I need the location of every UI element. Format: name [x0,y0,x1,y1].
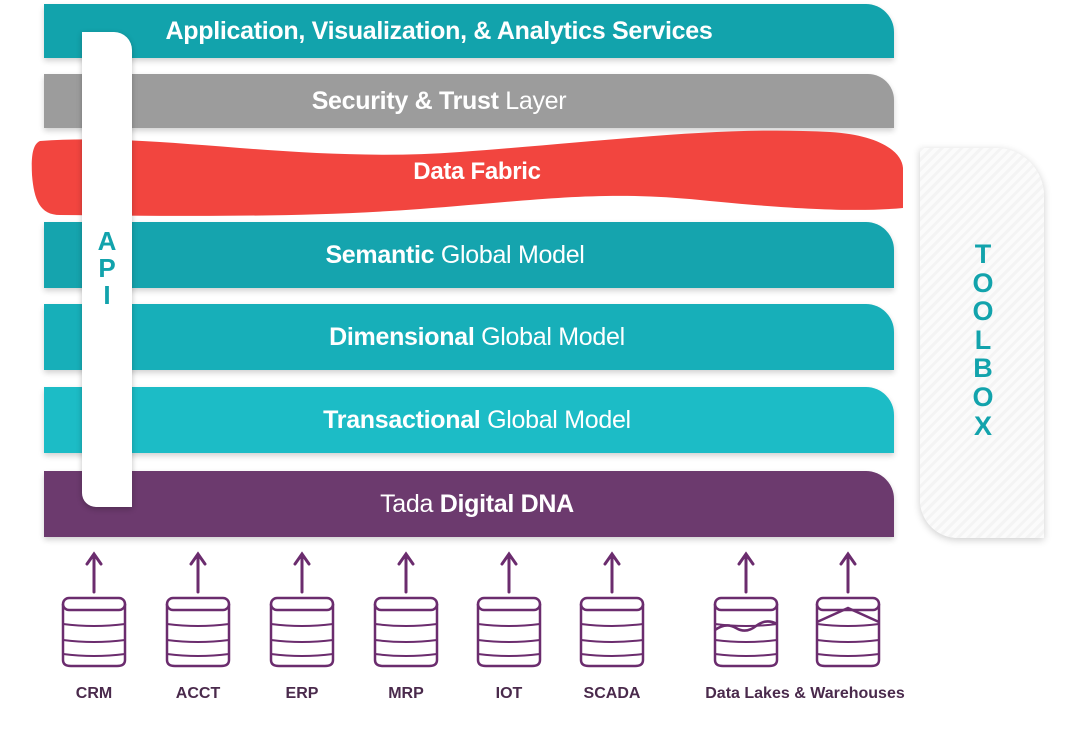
mrp-database-icon [373,551,439,668]
source-label-acct: ACCT [175,685,221,702]
layer-dna-text: Tada Digital DNA [380,490,574,519]
layer-sec-normal: Layer [498,86,567,115]
layer-sem-normal: Global Model [434,240,585,269]
toolbox-label: T O O L B O X [958,240,1008,440]
data-warehouse-database-icon [815,551,881,668]
up-arrow-icon [839,551,857,594]
toolbox-panel [920,148,1044,538]
toolbox-letter: T [974,239,992,269]
up-arrow-icon [293,551,311,594]
api-label: A P I [82,228,132,309]
source-label-erp: ERP [285,685,319,702]
toolbox-letter: O [972,296,994,327]
layer-trn-text: Transactional Global Model [323,406,631,435]
up-arrow-icon [85,551,103,594]
erp-database-icon [269,551,335,668]
source-label-iot: IOT [495,685,523,702]
up-arrow-icon [603,551,621,594]
layer-sem-bold: Semantic [325,240,435,269]
scada-database-icon [579,551,645,668]
layer-dna-bold: Digital DNA [439,489,575,518]
toolbox-letter: L [974,324,992,355]
toolbox-letter: O [972,267,994,298]
toolbox-letter: O [972,381,994,412]
layer-sec-text: Security & Trust Layer [312,87,567,116]
layer-security-trust: Security & Trust Layer [44,74,894,128]
up-arrow-icon [737,551,755,594]
layer-dim-bold: Dimensional [329,322,475,351]
layer-trn-normal: Global Model [480,405,631,434]
layer-transactional-model: Transactional Global Model [44,387,894,453]
api-bar [82,32,132,507]
api-letter: P [98,253,116,283]
data-fabric-label: Data Fabric [413,158,541,185]
api-letter: A [97,226,117,256]
source-label-scada: SCADA [583,685,641,702]
source-label-mrp: MRP [388,685,424,702]
toolbox-letter: B [973,353,993,384]
source-label-lakes-warehouses: Data Lakes & Warehouses [705,685,905,702]
api-letter: I [103,280,111,310]
up-arrow-icon [397,551,415,594]
layer-dim-normal: Global Model [474,322,625,351]
layer-dimensional-model: Dimensional Global Model [44,304,894,370]
up-arrow-icon [189,551,207,594]
layer-dim-text: Dimensional Global Model [329,323,625,352]
crm-database-icon [61,551,127,668]
data-lake-database-icon [713,551,779,668]
layer-trn-bold: Transactional [323,405,481,434]
acct-database-icon [165,551,231,668]
layer-sem-text: Semantic Global Model [325,241,584,270]
iot-database-icon [476,551,542,668]
layer-sec-bold: Security & Trust [311,86,499,115]
layer-digital-dna: Tada Digital DNA [44,471,894,537]
layer-semantic-model: Semantic Global Model [44,222,894,288]
up-arrow-icon [500,551,518,594]
layer-app-text: Application, Visualization, & Analytics … [166,17,713,46]
toolbox-letter: X [973,410,992,441]
layer-application-services: Application, Visualization, & Analytics … [44,4,894,58]
source-label-crm: CRM [75,685,113,702]
layer-dna-normal: Tada [380,489,440,518]
layer-app-bold: Application, Visualization, & Analytics … [165,16,713,45]
data-fabric-wave [31,130,904,216]
